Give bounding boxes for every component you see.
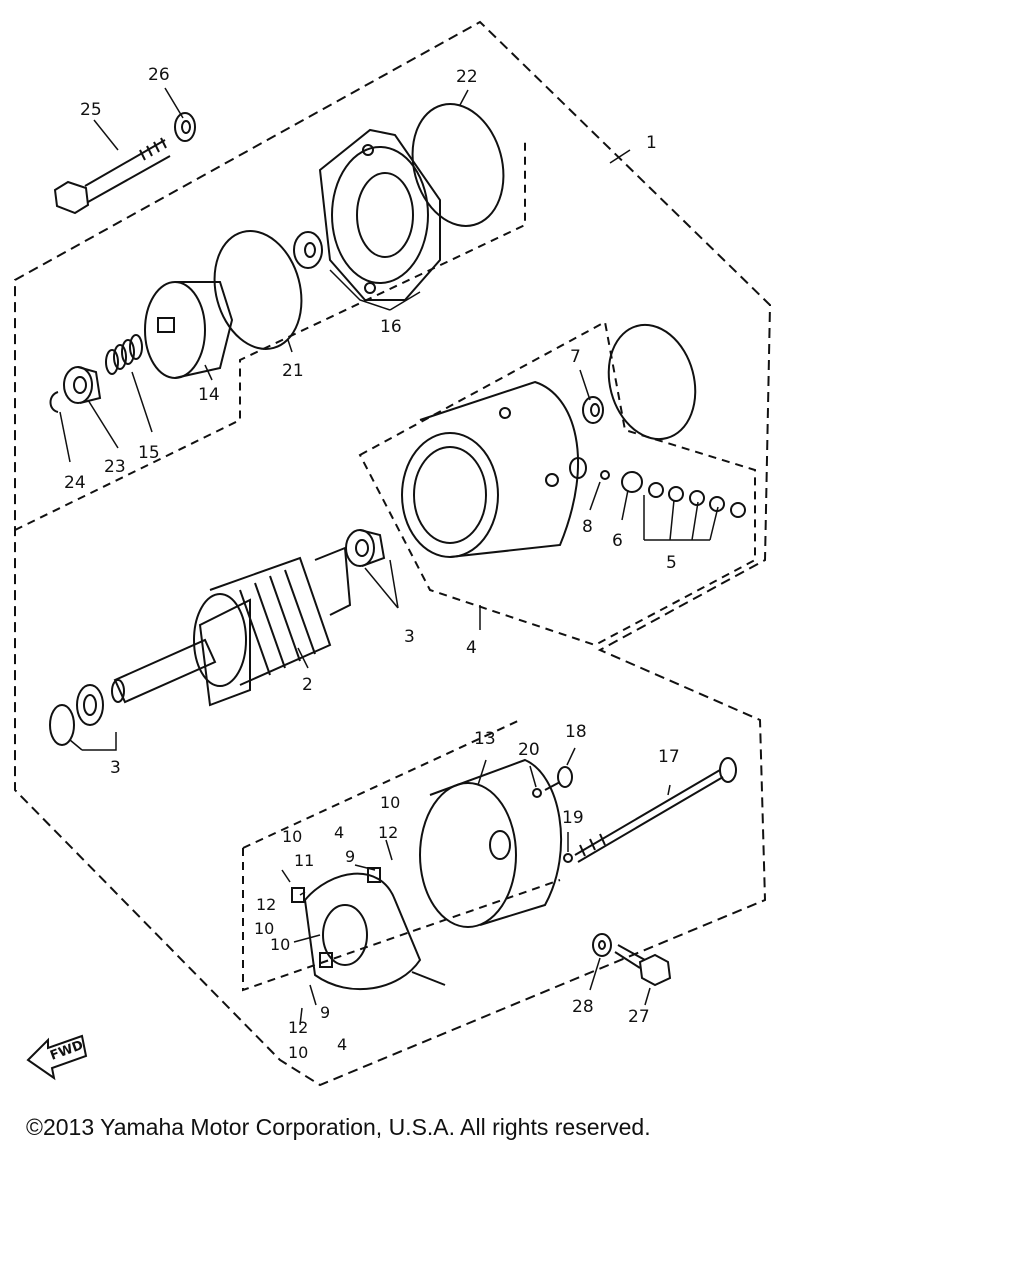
armature-2 [111, 546, 352, 707]
callout-18: 18 [565, 722, 587, 742]
callout-4: 4 [466, 638, 477, 658]
callout-3-left: 3 [110, 758, 121, 778]
brush-label-4-bottom: 4 [337, 1035, 347, 1054]
callout-14: 14 [198, 385, 220, 405]
callout-21: 21 [282, 361, 304, 381]
spring-15 [105, 334, 143, 375]
brush-label-10-left-low: 10 [254, 919, 274, 938]
callout-17: 17 [658, 747, 680, 767]
callout-19: 19 [562, 808, 584, 828]
washers-3-left [49, 684, 104, 746]
brush-label-12-top: 12 [378, 823, 398, 842]
callout-6: 6 [612, 531, 623, 551]
callout-27: 27 [628, 1007, 650, 1027]
callout-13: 13 [474, 729, 496, 749]
o-ring-22 [411, 103, 505, 227]
brush-label-10-top: 10 [380, 793, 400, 812]
callout-2: 2 [302, 675, 313, 695]
callout-3-right: 3 [404, 627, 415, 647]
callout-24: 24 [64, 473, 86, 493]
yoke-o-ring [607, 323, 697, 441]
circlip-24 [49, 391, 59, 413]
brush-group-frame [242, 719, 561, 992]
o-ring-21 [213, 230, 303, 350]
brush-label-10-left: 10 [282, 827, 302, 846]
o-ring-8 [600, 470, 610, 480]
rear-cover-13 [419, 758, 563, 928]
rear-bearing [345, 529, 386, 567]
brush-label-12-bottom: 12 [288, 1018, 308, 1037]
callout-7: 7 [570, 347, 581, 367]
o-ring-20 [532, 788, 542, 798]
cover-washer [293, 231, 323, 269]
washer-26 [174, 112, 196, 142]
copyright-notice: ©2013 Yamaha Motor Corporation, U.S.A. A… [26, 1114, 651, 1140]
callout-28: 28 [572, 997, 594, 1017]
callout-numbers: 1 25 26 22 16 21 14 15 23 24 7 8 6 5 4 3… [64, 65, 680, 1027]
bolt-27 [614, 944, 672, 987]
terminal-6 [569, 457, 587, 479]
brush-label-4-top: 4 [334, 823, 344, 842]
terminal-washers-5 [621, 471, 746, 518]
screw-18 [544, 766, 573, 791]
assembly-outline [14, 20, 772, 1087]
callout-25: 25 [80, 100, 102, 120]
brush-label-11: 11 [294, 851, 314, 870]
leader-lines [59, 87, 719, 1026]
brush-label-9-bottom: 9 [320, 1003, 330, 1022]
callout-1: 1 [646, 133, 657, 153]
callout-5: 5 [666, 553, 677, 573]
yoke-4 [401, 380, 579, 558]
brush-holder [291, 867, 446, 991]
callout-15: 15 [138, 443, 160, 463]
callout-16: 16 [380, 317, 402, 337]
clutch-14 [144, 281, 234, 379]
through-bolt-17 [574, 757, 737, 863]
brush-callouts: 4 9 10 12 10 11 12 10 10 9 4 12 10 [254, 793, 400, 1062]
through-bolt-25 [53, 137, 171, 215]
brush-label-9-top: 9 [345, 847, 355, 866]
front-cover-group-frame [14, 140, 526, 531]
brush-label-10-bottom: 10 [288, 1043, 308, 1062]
nut-7 [582, 396, 604, 424]
callout-22: 22 [456, 67, 478, 87]
callout-23: 23 [104, 457, 126, 477]
collar-23 [63, 366, 102, 404]
fwd-arrow-icon: FWD [26, 1034, 88, 1081]
washer-28 [592, 933, 612, 957]
front-cover-16 [318, 128, 441, 301]
brush-label-12-left: 12 [256, 895, 276, 914]
starter-motor-exploded-diagram: 1 25 26 22 16 21 14 15 23 24 7 8 6 5 4 3… [14, 20, 772, 1087]
yoke-group-frame [358, 320, 756, 647]
callout-20: 20 [518, 740, 540, 760]
brush-label-10-center: 10 [270, 935, 290, 954]
callout-8: 8 [582, 517, 593, 537]
o-ring-19 [563, 853, 573, 863]
callout-26: 26 [148, 65, 170, 85]
